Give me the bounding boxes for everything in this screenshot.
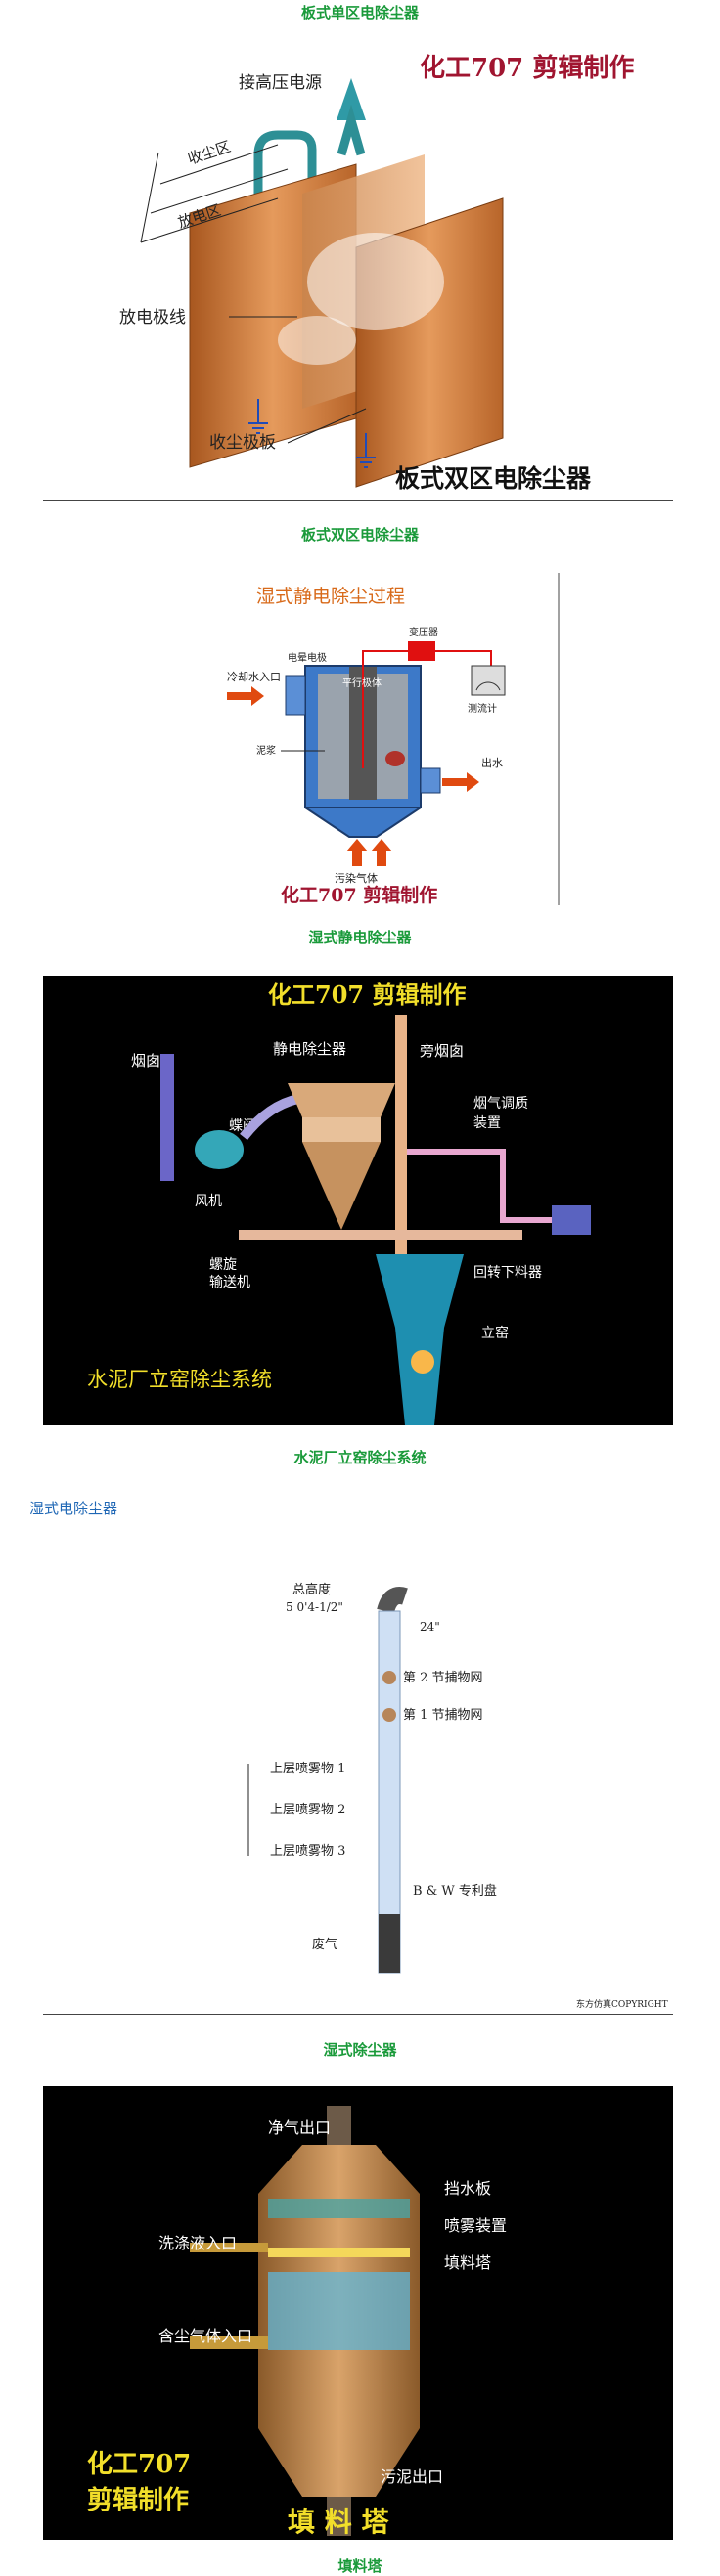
label-packing: 填料塔 <box>444 2253 491 2272</box>
label-rotary: 回转下料器 <box>473 1265 542 1281</box>
label-out-water: 出水 <box>481 756 503 769</box>
divider <box>43 2014 673 2015</box>
watermark: 化工707 剪辑制作 <box>268 981 466 1009</box>
label-conditioner1: 烟气调质 <box>473 1096 528 1112</box>
label-conditioner2: 装置 <box>473 1115 501 1131</box>
caption-plate-single-zone: 板式单区电除尘器 <box>300 4 419 22</box>
label-kiln: 立窑 <box>481 1325 509 1341</box>
packed-tower-diagram: 净气出口 挡水板 洗涤液入口 喷雾装置 填料塔 含尘气体入口 化工707 剪辑制… <box>43 2086 673 2540</box>
cement-kiln-diagram: 化工707 剪辑制作 烟囱 蝶阀 风机 静电除尘器 旁烟囱 烟气调质 装置 螺旋… <box>43 976 673 1425</box>
wet-tower-diagram: 总高度 5 0'4-1/2" 24" 第 2 节捕物网 第 1 节捕物网 上层喷… <box>43 1572 673 2012</box>
label-mesh2: 第 2 节捕物网 <box>403 1670 483 1685</box>
label-chimney1: 烟囱 <box>131 1052 160 1070</box>
label-gas: 废气 <box>312 1937 338 1952</box>
figure-cement-kiln: 化工707 剪辑制作 烟囱 蝶阀 风机 静电除尘器 旁烟囱 烟气调质 装置 螺旋… <box>43 976 673 1425</box>
label-sludge: 泥浆 <box>256 744 276 757</box>
figure-wet-scrubber-tower: 总高度 5 0'4-1/2" 24" 第 2 节捕物网 第 1 节捕物网 上层喷… <box>43 1572 673 2012</box>
process-title: 湿式静电除尘过程 <box>256 586 405 607</box>
label-esp: 静电除尘器 <box>273 1040 346 1058</box>
label-hv: 接高压电源 <box>239 73 322 93</box>
caption-cement-kiln: 水泥厂立窑除尘系统 <box>293 1449 427 1466</box>
section-heading-wet-esp: 湿式电除尘器 <box>29 1500 118 1517</box>
label-liquid-in: 洗涤液入口 <box>158 2234 237 2252</box>
wet-esp-diagram: 湿式静电除尘过程 变压器 测流计 电晕电极 冷却水入口 平行极体 泥浆 出水 污… <box>227 573 560 905</box>
label-baffle: 挡水板 <box>444 2179 491 2198</box>
label-screw1: 螺旋 <box>209 1257 237 1273</box>
label-gas-in: 污染气体 <box>335 871 378 885</box>
label-spray2: 上层喷雾物 2 <box>270 1803 345 1817</box>
caption-wet-scrubber: 湿式除尘器 <box>323 2041 397 2059</box>
label-gas-in: 含尘气体入口 <box>158 2327 252 2345</box>
plate-esp-diagram: 化工707 剪辑制作 接高压电源 收尘区 放电区 放电极线 收尘极板 板式双区电… <box>43 47 673 500</box>
label-height: 总高度 <box>292 1582 331 1597</box>
caption-wet-esp: 湿式静电除尘器 <box>308 929 412 946</box>
label-collector: 平行极体 <box>342 677 382 689</box>
figure-title: 水泥厂立窑除尘系统 <box>87 1368 272 1391</box>
label-mesh1: 第 1 节捕物网 <box>403 1707 483 1723</box>
figure-title: 填 料 塔 <box>288 2506 389 2538</box>
label-tray: B & W 专利盘 <box>413 1883 497 1899</box>
label-height-value: 5 0'4-1/2" <box>286 1600 343 1614</box>
label-fan: 风机 <box>195 1194 222 1209</box>
label-24: 24" <box>420 1620 440 1634</box>
label-spray1: 上层喷雾物 1 <box>270 1762 345 1776</box>
label-screw2: 输送机 <box>209 1275 250 1290</box>
divider <box>43 500 673 501</box>
label-sludge-out: 污泥出口 <box>381 2467 443 2486</box>
caption-packed-tower: 填料塔 <box>338 2557 382 2575</box>
label-bypass: 旁烟囱 <box>420 1042 464 1060</box>
watermark-line2: 剪辑制作 <box>87 2485 189 2515</box>
label-electrode: 电晕电极 <box>288 651 327 664</box>
figure-title: 板式双区电除尘器 <box>395 464 592 493</box>
label-clean-out: 净气出口 <box>268 2118 331 2137</box>
copyright: 东方仿真COPYRIGHT <box>576 1998 668 2010</box>
figure-wet-esp-process: 湿式静电除尘过程 变压器 测流计 电晕电极 冷却水入口 平行极体 泥浆 出水 污… <box>227 573 560 905</box>
watermark: 化工707 剪辑制作 <box>420 53 634 83</box>
caption-plate-double-zone: 板式双区电除尘器 <box>300 526 419 544</box>
label-spray3: 上层喷雾物 3 <box>270 1844 345 1858</box>
label-spray: 喷雾装置 <box>444 2216 507 2235</box>
figure-packed-tower: 净气出口 挡水板 洗涤液入口 喷雾装置 填料塔 含尘气体入口 化工707 剪辑制… <box>43 2086 673 2540</box>
label-wire: 放电极线 <box>119 308 186 327</box>
label-water-in: 冷却水入口 <box>227 671 281 683</box>
figure-plate-esp: 化工707 剪辑制作 接高压电源 收尘区 放电区 放电极线 收尘极板 板式双区电… <box>43 47 673 500</box>
label-meter: 测流计 <box>468 702 497 715</box>
watermark: 化工707 剪辑制作 <box>281 884 437 905</box>
label-plate: 收尘极板 <box>209 433 276 453</box>
watermark-line1: 化工707 <box>87 2450 191 2479</box>
label-transformer: 变压器 <box>409 626 438 638</box>
